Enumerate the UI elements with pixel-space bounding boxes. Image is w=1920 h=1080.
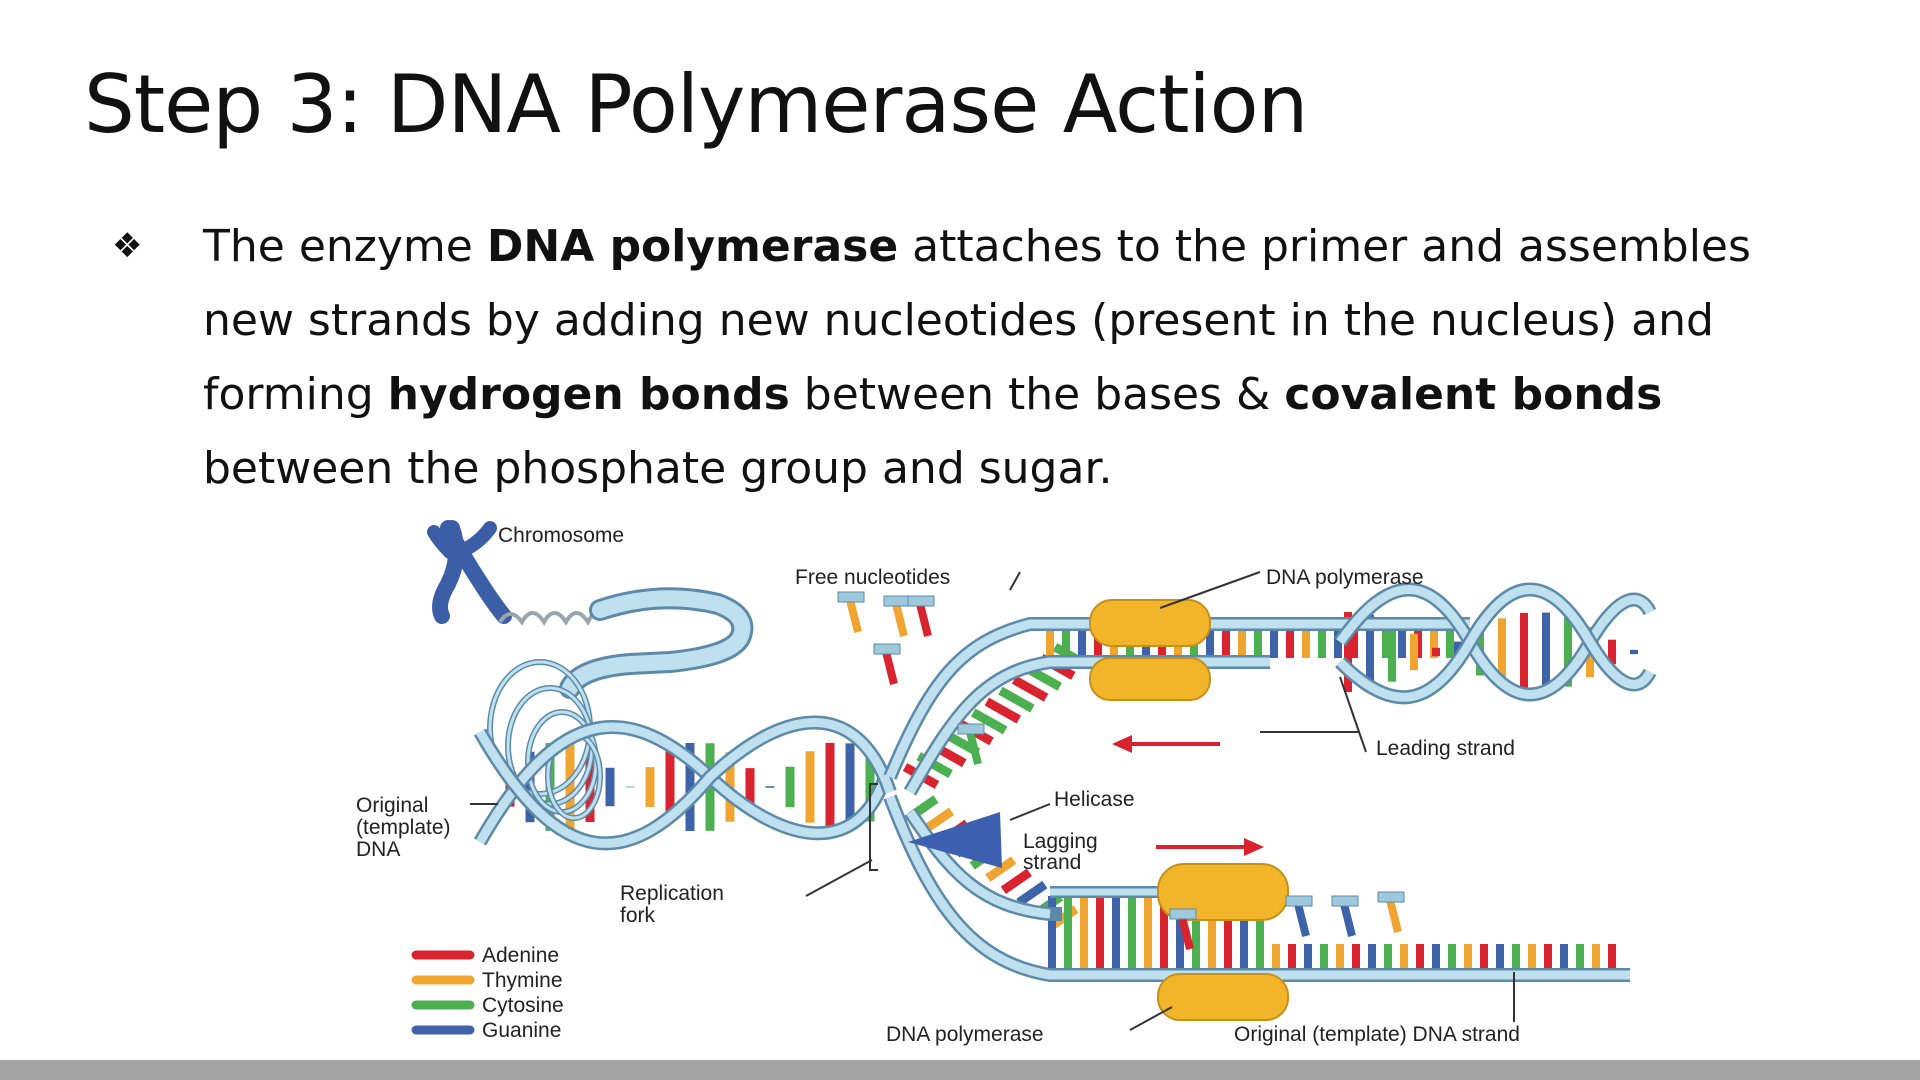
leader-lines [470,571,1515,1031]
bullet-paragraph: The enzyme DNA polymerase attaches to th… [203,210,1843,506]
base-pair [970,708,1008,735]
bullet-text-part: The enzyme [203,221,487,272]
label-dna-polymerase-bottom: DNA polymerase [886,1023,1044,1046]
chromosome-icon [427,520,512,624]
base-pair [984,697,1022,724]
dna-polymerase-top [1089,599,1211,701]
label-replication-fork-1: Replication [620,882,724,905]
bold-term-dna-polymerase: DNA polymerase [486,221,899,272]
label-original-2: (template) [356,816,451,839]
label-chromosome: Chromosome [498,524,624,547]
free-nucleotide [1377,891,1405,933]
legend-label: Adenine [482,944,559,967]
label-helicase: Helicase [1054,788,1135,811]
bottom-bar [0,1060,1920,1080]
leading-helix [1334,582,1657,705]
free-nucleotide [907,595,935,637]
free-nucleotide [1169,908,1197,950]
lagging-direction-arrow [1156,838,1264,856]
dna-replication-diagram: Chromosome Free nucleotides DNA polymera… [356,520,1657,1046]
label-lagging-strand-1: Lagging [1023,830,1098,853]
legend-label: Cytosine [482,994,564,1017]
label-leading-strand: Leading strand [1376,737,1515,760]
legend-label: Thymine [482,969,563,992]
bullet-text-part: between the phosphate group and sugar. [203,443,1113,494]
base-pair [1016,880,1048,907]
label-original-1: Original [356,794,428,817]
free-nucleotide [1331,895,1359,937]
original-dna-helix [473,715,897,851]
base-pair [1000,868,1032,895]
leading-direction-arrow [1112,735,1220,753]
label-dna-polymerase-top: DNA polymerase [1266,566,1424,589]
bullet-icon: ❖ [112,227,143,265]
diagram-labels: Chromosome Free nucleotides DNA polymera… [356,524,1520,1046]
free-nucleotide [883,595,911,637]
bullet-text-part: attaches to the primer and assembles new… [203,221,1751,420]
label-original-3: DNA [356,838,400,861]
fork-backbones [883,617,1630,982]
free-nucleotide [837,591,865,633]
label-free-nucleotides: Free nucleotides [795,566,950,589]
helicase-icon [908,812,1002,868]
bold-term-covalent-bonds: covalent bonds [1284,369,1663,420]
label-lagging-strand-2: strand [1023,851,1081,874]
dna-polymerase-bottom [1157,863,1289,1021]
bold-term-hydrogen-bonds: hydrogen bonds [387,369,790,420]
free-nucleotide [873,643,901,685]
chromatin-coil [498,607,607,626]
bullet-text-part: between the bases & [789,369,1285,420]
label-original-template-strand: Original (template) DNA strand [1234,1023,1520,1046]
slide-title: Step 3: DNA Polymerase Action [84,58,1308,151]
base-pair [1011,675,1049,702]
free-nucleotide [1285,895,1313,937]
base-pair [922,807,955,833]
base-pair [985,856,1017,882]
fork-bracket [869,783,878,871]
free-nucleotide [957,723,985,765]
base-pair [998,686,1035,713]
legend-label: Guanine [482,1019,561,1042]
free-nucleotides [837,591,1405,950]
label-replication-fork-2: fork [620,904,656,927]
